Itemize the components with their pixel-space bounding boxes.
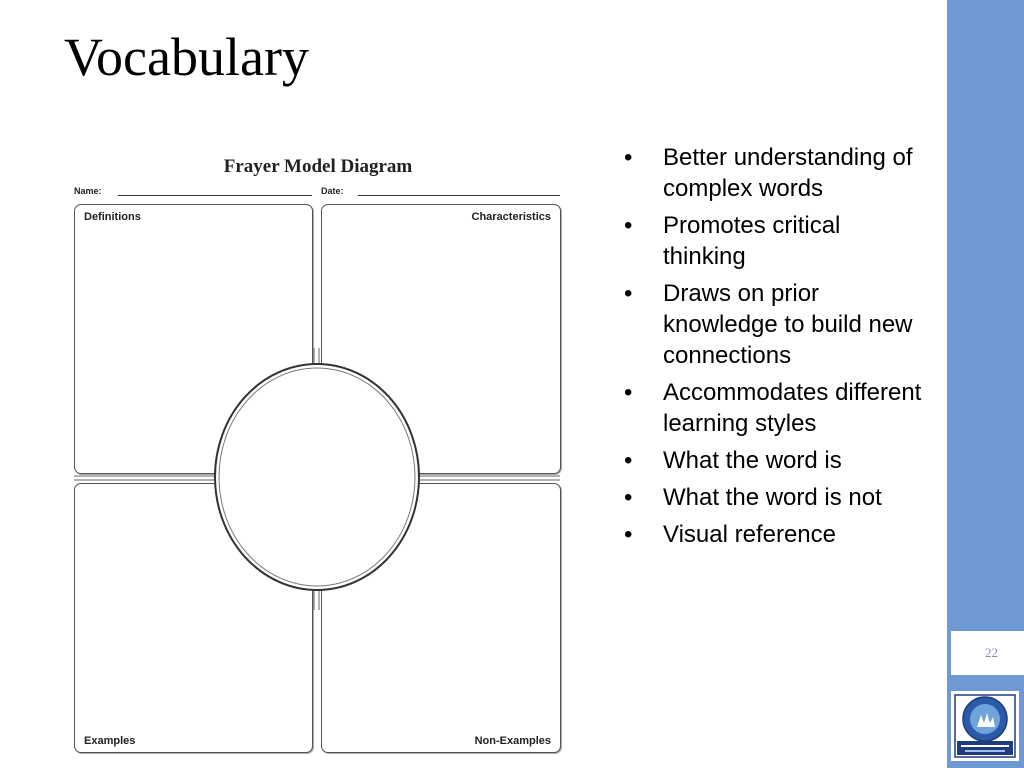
quadrant-label-characteristics: Characteristics xyxy=(471,211,552,223)
worksheet-title: Frayer Model Diagram xyxy=(223,156,413,177)
center-oval-graphic xyxy=(74,348,560,610)
quadrant-label-non-examples: Non-Examples xyxy=(474,735,551,747)
bullet-item: What the word is not xyxy=(624,482,924,513)
slide-number: 22 xyxy=(985,645,998,660)
name-label: Name: xyxy=(74,186,102,196)
bullet-item: Better understanding of complex words xyxy=(624,142,924,204)
quadrant-label-examples: Examples xyxy=(84,735,136,747)
quadrant-label-definitions: Definitions xyxy=(84,211,141,223)
center-oval xyxy=(214,363,420,591)
slide-title: Vocabulary xyxy=(64,27,309,87)
benefits-bullet-list: Better understanding of complex words Pr… xyxy=(624,142,924,556)
name-line xyxy=(118,195,312,196)
date-line xyxy=(358,195,560,196)
bullet-item: Promotes critical thinking xyxy=(624,210,924,272)
bullet-item: Draws on prior knowledge to build new co… xyxy=(624,278,924,371)
slide-number-box: 22 xyxy=(951,631,1024,675)
education-early-development-seal-icon xyxy=(954,694,1016,758)
frayer-model-worksheet: Frayer Model Diagram Name: Date: Definit… xyxy=(68,150,568,768)
bullet-item: Visual reference xyxy=(624,519,924,550)
bullet-item: What the word is xyxy=(624,445,924,476)
education-seal-logo xyxy=(951,691,1019,761)
bullet-item: Accommodates different learning styles xyxy=(624,377,924,439)
date-label: Date: xyxy=(321,186,344,196)
